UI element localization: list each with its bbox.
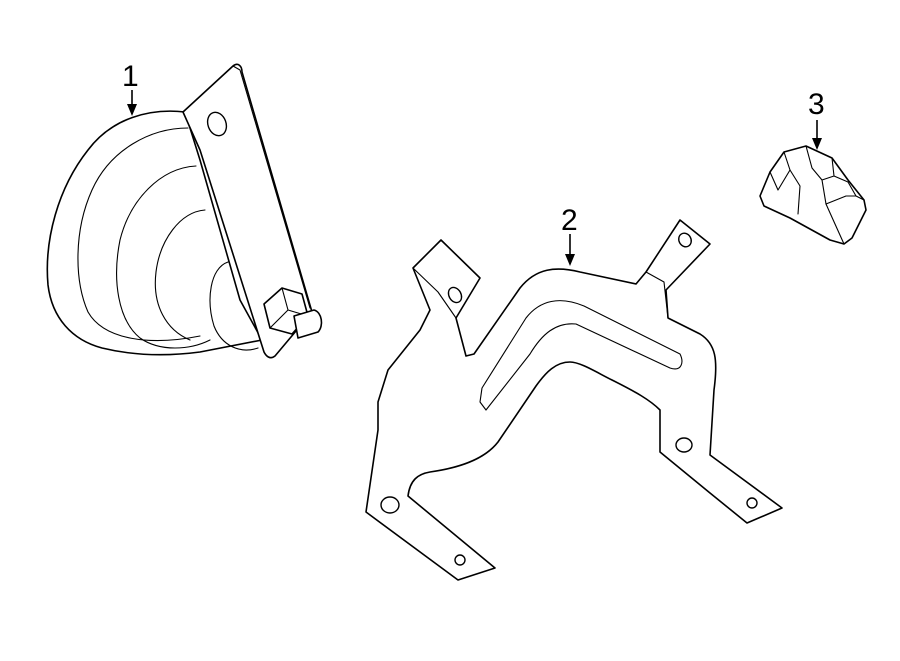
connector-part — [759, 145, 867, 245]
callout-2: 2 — [561, 204, 578, 266]
connector-detail-5 — [769, 169, 791, 191]
horn-ring-4 — [209, 261, 259, 351]
callout-number-1: 1 — [122, 60, 139, 93]
connector-body — [759, 145, 867, 245]
callout-number-3: 3 — [808, 88, 825, 121]
bracket-tab-right — [645, 271, 669, 319]
bracket-emboss — [479, 300, 683, 411]
callout-arrow-2 — [565, 254, 575, 266]
bracket-hole-left-foot — [454, 554, 466, 566]
horn-part — [46, 63, 323, 359]
callout-1: 1 — [122, 60, 139, 116]
horn-mounting-plate — [182, 63, 313, 359]
horn-bell — [46, 110, 263, 356]
bracket-tab-left — [412, 239, 471, 319]
horn-ring-3 — [154, 209, 206, 341]
bracket-hole-right-mid — [675, 437, 693, 453]
bracket-hole-right-foot — [746, 497, 758, 509]
callout-arrow-3 — [812, 138, 822, 150]
callout-3: 3 — [808, 88, 825, 150]
callout-arrow-1 — [127, 104, 137, 116]
connector-detail-1 — [783, 151, 801, 215]
bracket-hole-right-tab — [678, 232, 692, 248]
connector-detail-4 — [825, 181, 865, 205]
horn-ring-2 — [116, 165, 211, 349]
bracket-hole-left-tab — [447, 286, 463, 304]
horn-terminal-stud — [293, 309, 323, 339]
bracket-body — [365, 219, 783, 581]
callout-number-2: 2 — [561, 204, 578, 237]
horn-plate-edge — [232, 65, 311, 309]
horn-ring-1 — [77, 127, 201, 341]
connector-detail-3 — [821, 157, 849, 183]
bracket-hole-left-mid — [380, 496, 400, 514]
bracket-part — [365, 219, 783, 581]
horn-plate-hole — [206, 111, 228, 137]
